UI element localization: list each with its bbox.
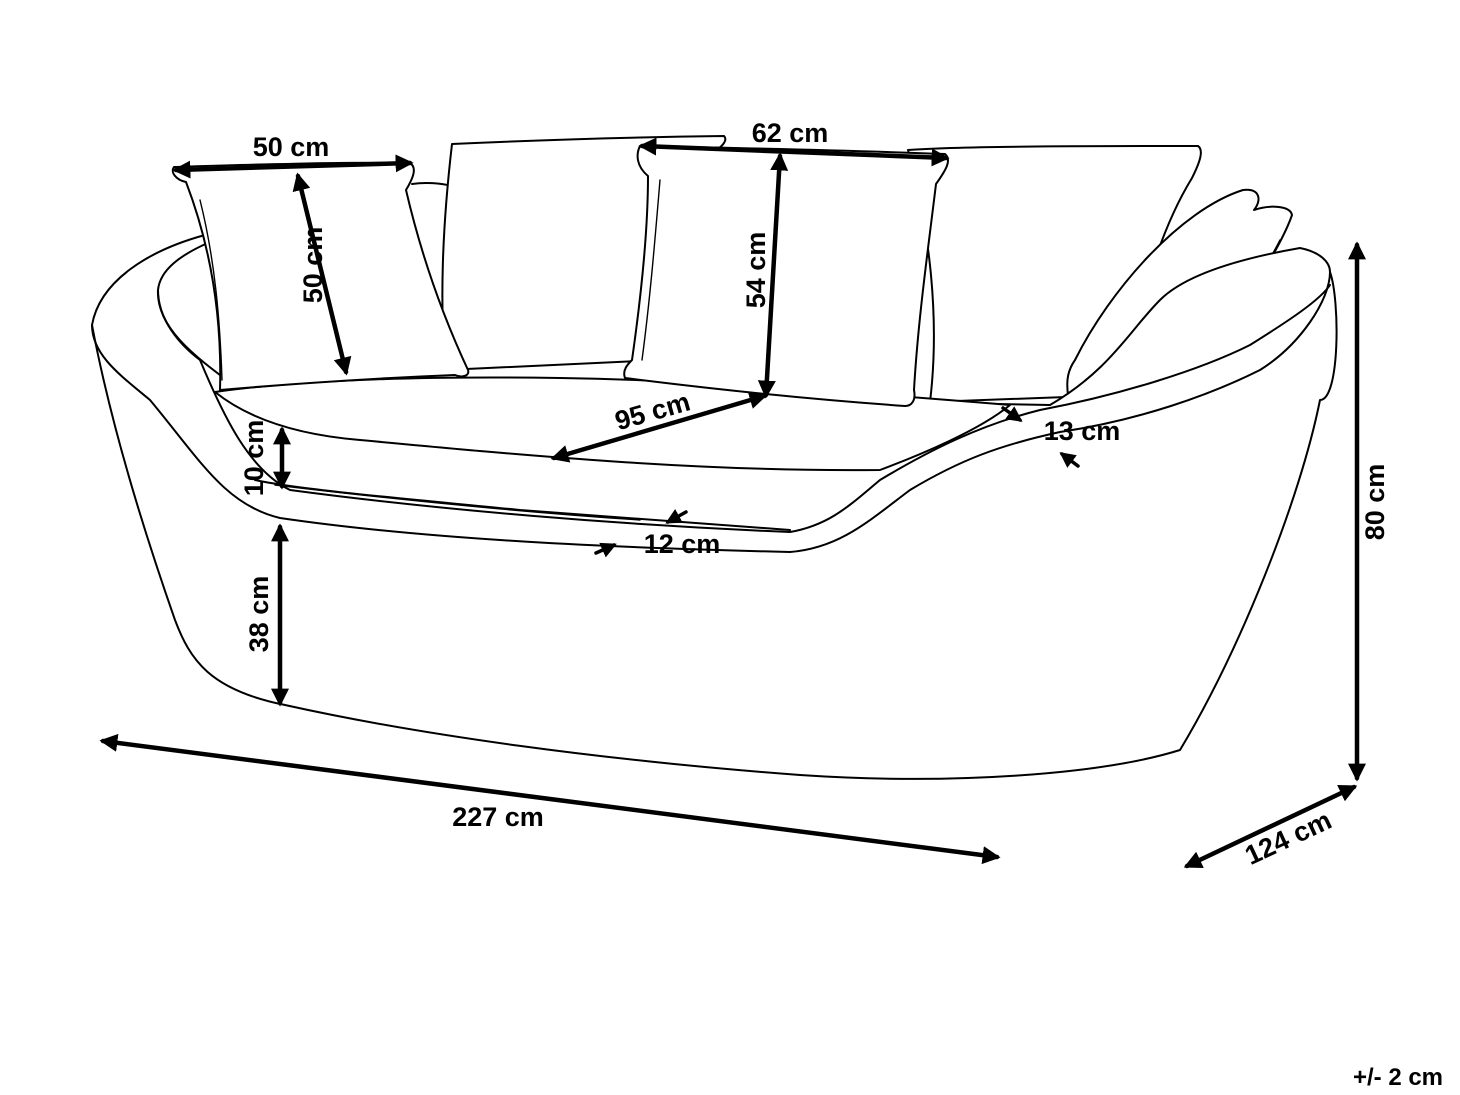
label-cushion-thickness: 10 cm <box>239 420 269 497</box>
dim-seat-depth <box>550 391 768 463</box>
shell-rim-inner <box>157 284 1331 533</box>
dimension-lines <box>99 137 1366 869</box>
dim-total-width <box>99 733 1001 865</box>
dim-armrest-arrow-top <box>1001 406 1023 422</box>
dim-armrest-arrow-bottom <box>1059 452 1080 468</box>
dim-pillow-center-width <box>638 137 950 167</box>
label-pillow-left-height: 50 cm <box>298 227 328 304</box>
dimension-labels: 50 cm 50 cm 62 cm 54 cm 95 cm 10 cm 13 c… <box>239 118 1443 1091</box>
dim-pillow-center-height <box>757 152 789 399</box>
label-seat-height: 38 cm <box>244 576 274 653</box>
seat-cushion-seam <box>274 484 641 521</box>
dim-total-depth <box>1183 784 1358 869</box>
dim-seat-edge-arrow-top <box>665 508 688 524</box>
dim-pillow-left-height <box>292 172 352 376</box>
label-total-width: 227 cm <box>452 802 544 832</box>
front-pillow-center-seam <box>641 179 661 361</box>
dim-seat-edge-arrow-bottom <box>594 542 617 558</box>
front-pillow-left-seam <box>199 199 223 381</box>
label-tolerance: +/- 2 cm <box>1353 1064 1443 1091</box>
label-total-depth: 124 cm <box>1240 805 1336 871</box>
label-seat-edge-thickness: 12 cm <box>644 529 721 559</box>
front-pillow-center <box>623 145 949 407</box>
shell-rim-outer <box>91 271 1331 553</box>
label-pillow-center-width: 62 cm <box>752 118 829 148</box>
label-total-height: 80 cm <box>1360 464 1390 541</box>
label-armrest-thickness: 13 cm <box>1044 416 1121 446</box>
label-pillow-left-width: 50 cm <box>253 132 330 162</box>
back-rim-behind <box>411 181 453 187</box>
dim-pillow-left-width <box>172 154 414 179</box>
label-pillow-center-height: 54 cm <box>741 232 771 309</box>
